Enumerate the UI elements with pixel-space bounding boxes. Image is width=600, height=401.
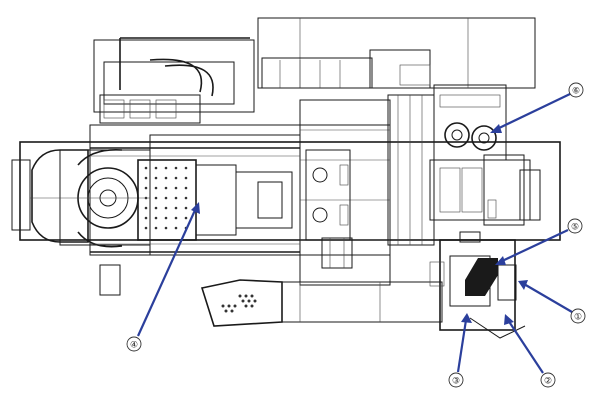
table-hole — [164, 166, 168, 170]
table-hole — [144, 166, 148, 170]
table-hole — [144, 186, 148, 190]
table-hole — [154, 196, 158, 200]
callout-6: ⑥ — [568, 82, 584, 98]
table-hole — [154, 226, 158, 230]
work-table — [137, 159, 293, 241]
table-hole — [184, 176, 188, 180]
table-hole — [144, 216, 148, 220]
table-hole — [184, 186, 188, 190]
table-hole — [144, 176, 148, 180]
table-hole — [164, 206, 168, 210]
callout-1-label: ① — [574, 313, 582, 323]
table-hole — [164, 196, 168, 200]
callout-2: ② — [540, 372, 556, 388]
lower-right-unit — [429, 231, 526, 339]
callout-6-label: ⑥ — [572, 87, 580, 97]
table-hole — [144, 196, 148, 200]
table-hole — [184, 206, 188, 210]
table-hole — [174, 216, 178, 220]
table-hole — [164, 216, 168, 220]
table-hole — [154, 216, 158, 220]
callout-3-label: ③ — [452, 377, 460, 387]
table-hole — [144, 206, 148, 210]
callout-arrows — [136, 93, 573, 374]
table-hole — [174, 196, 178, 200]
table-hole — [154, 166, 158, 170]
callout-4-label: ④ — [130, 341, 138, 351]
table-hole — [154, 206, 158, 210]
table-hole — [174, 166, 178, 170]
table-hole — [174, 206, 178, 210]
table-hole — [174, 176, 178, 180]
tool-magazine — [429, 84, 541, 226]
table-hole — [164, 226, 168, 230]
table-hole — [144, 226, 148, 230]
callout-2-label: ② — [544, 377, 552, 387]
callout-4: ④ — [126, 336, 142, 352]
table-hole — [154, 176, 158, 180]
table-hole — [164, 176, 168, 180]
table-hole — [184, 196, 188, 200]
callout-5-label: ⑤ — [571, 223, 579, 233]
callout-3: ③ — [448, 372, 464, 388]
table-hole — [184, 216, 188, 220]
table-hole — [184, 166, 188, 170]
callout-1: ① — [570, 308, 586, 324]
spindle-head — [11, 148, 151, 248]
table-hole — [174, 186, 178, 190]
column-saddle — [305, 149, 353, 269]
callout-5: ⑤ — [567, 218, 583, 234]
bed-rails — [90, 147, 300, 253]
table-hole — [174, 226, 178, 230]
table-hole — [154, 186, 158, 190]
table-hole — [164, 186, 168, 190]
upper-cabinets — [93, 17, 536, 124]
lower-box — [99, 264, 443, 327]
